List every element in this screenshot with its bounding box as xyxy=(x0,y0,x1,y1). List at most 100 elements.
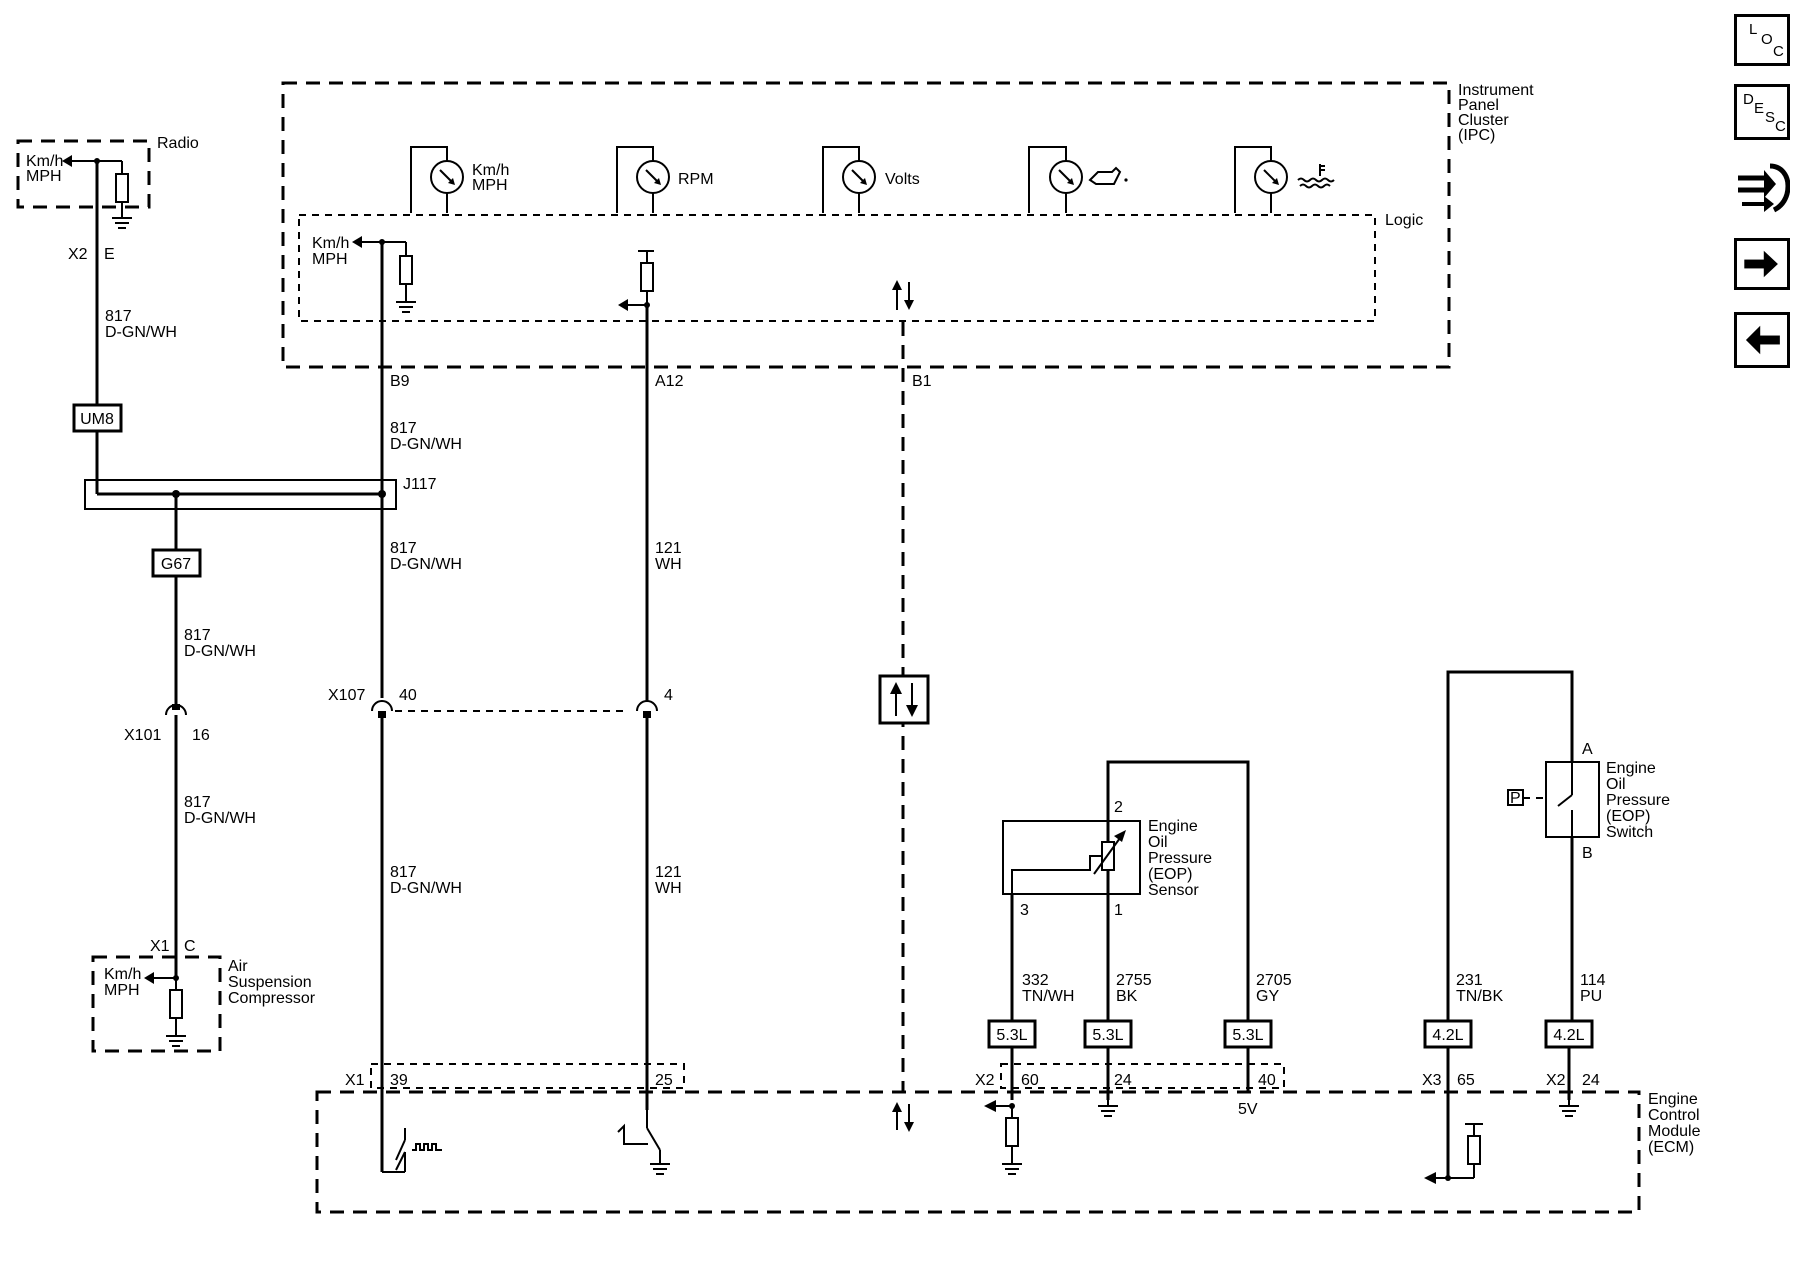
svg-text:817: 817 xyxy=(390,540,417,557)
svg-text:5.3L: 5.3L xyxy=(1232,1027,1263,1044)
eop-switch-pin-a: A xyxy=(1582,741,1593,758)
next-page-button[interactable] xyxy=(1734,238,1790,290)
svg-text:817: 817 xyxy=(390,420,417,437)
ecm-outline xyxy=(315,1090,1641,1214)
wire-label-817-x101: 817 D-GN/WH xyxy=(184,794,256,827)
svg-text:P: P xyxy=(1510,790,1521,807)
svg-text:Air: Air xyxy=(228,958,248,975)
compressor-connector-x1: X1 xyxy=(150,938,170,955)
previous-page-button[interactable] xyxy=(1734,312,1790,368)
svg-text:(EOP): (EOP) xyxy=(1148,866,1192,883)
svg-text:114: 114 xyxy=(1580,972,1606,989)
svg-text:Compressor: Compressor xyxy=(228,990,316,1007)
ecm-pin-24: 24 xyxy=(1114,1072,1132,1089)
svg-text:Km/h: Km/h xyxy=(104,966,141,983)
inline-connector-x107-pin40: 40 xyxy=(399,687,417,704)
logic-outline xyxy=(298,214,1376,322)
ecm-pin-39: 39 xyxy=(390,1072,408,1089)
svg-text:Km/h: Km/h xyxy=(26,153,63,170)
ecm-label: Engine Control Module (ECM) xyxy=(1648,1091,1701,1156)
svg-text:TN/BK: TN/BK xyxy=(1456,988,1503,1005)
arrow-right-icon xyxy=(1744,250,1778,278)
svg-text:Km/h: Km/h xyxy=(472,162,509,179)
radio-outline xyxy=(16,139,151,209)
svg-text:121: 121 xyxy=(655,864,682,881)
engine-option-5-3l-c xyxy=(1223,1019,1273,1049)
svg-text:2705: 2705 xyxy=(1256,972,1292,989)
inline-connector-x107-pin4: 4 xyxy=(664,687,673,704)
wire-label-121-low: 121 WH xyxy=(655,864,682,897)
svg-text:Pressure: Pressure xyxy=(1606,792,1670,809)
variable-resistor-icon xyxy=(1011,830,1126,894)
ecm-pin-65: 65 xyxy=(1457,1072,1475,1089)
coolant-temperature-gauge-icon xyxy=(1234,146,1335,213)
ecm-eop-switch-input xyxy=(1424,1123,1483,1184)
svg-text:MPH: MPH xyxy=(104,982,140,999)
svg-text:Engine: Engine xyxy=(1648,1091,1698,1108)
svg-text:5.3L: 5.3L xyxy=(1092,1027,1123,1044)
svg-text:Oil: Oil xyxy=(1148,834,1168,851)
location-letter-l: L xyxy=(1749,21,1758,38)
ipc-serial-data-arrows xyxy=(892,280,914,310)
ecm-pin24-ground xyxy=(1097,1099,1119,1117)
svg-text:817: 817 xyxy=(390,864,417,881)
wire-label-121-mid: 121 WH xyxy=(655,540,682,573)
radio-speed-input: Km/h MPH xyxy=(26,153,133,229)
compressor-speed-input: Km/h MPH xyxy=(104,966,187,1047)
location-letter-c: C xyxy=(1773,43,1784,60)
ipc-outline xyxy=(281,81,1451,369)
svg-text:(EOP): (EOP) xyxy=(1606,808,1650,825)
svg-text:817: 817 xyxy=(105,308,132,325)
wire-label-332: 332 TN/WH xyxy=(1022,972,1074,1005)
eop-sensor-pin2: 2 xyxy=(1114,799,1123,816)
svg-text:Volts: Volts xyxy=(885,171,920,188)
svg-text:332: 332 xyxy=(1022,972,1049,989)
location-view-button[interactable]: L O C xyxy=(1734,14,1790,66)
ecm-5v-reference: 5V xyxy=(1238,1101,1258,1118)
ecm-pin-40: 40 xyxy=(1258,1072,1276,1089)
inline-connector-x101-label: X101 xyxy=(124,727,161,744)
description-letter-c: C xyxy=(1775,118,1786,135)
splice-pack-j117-label: J117 xyxy=(403,476,437,493)
air-suspension-label: Air Suspension Compressor xyxy=(228,958,316,1007)
radio-pin-e: E xyxy=(104,246,115,263)
svg-text:PU: PU xyxy=(1580,988,1602,1005)
radio-label: Radio xyxy=(157,135,199,152)
wire-231-loop xyxy=(1446,670,1574,1021)
wire-label-817-radio: 817 D-GN/WH xyxy=(105,308,177,341)
description-view-button[interactable]: D E S C xyxy=(1734,84,1790,140)
svg-text:D-GN/WH: D-GN/WH xyxy=(184,643,256,660)
svg-text:2755: 2755 xyxy=(1116,972,1152,989)
pin-a12: A12 xyxy=(655,373,684,390)
description-letter-e: E xyxy=(1754,100,1765,117)
ecm-connector-x2b: X2 xyxy=(1546,1072,1566,1089)
eop-sensor-pin1: 1 xyxy=(1114,902,1123,919)
eop-sensor-label: Engine Oil Pressure (EOP) Sensor xyxy=(1148,818,1212,899)
svg-text:Instrument: Instrument xyxy=(1458,82,1534,99)
ecm-connector-x2: X2 xyxy=(975,1072,995,1089)
compressor-pin-c: C xyxy=(184,938,196,955)
svg-text:817: 817 xyxy=(184,794,211,811)
svg-text:Suspension: Suspension xyxy=(228,974,312,991)
svg-text:Engine: Engine xyxy=(1148,818,1198,835)
svg-text:121: 121 xyxy=(655,540,682,557)
ecm-speed-output-switch xyxy=(382,1128,442,1173)
ecm-x2-connector-outline xyxy=(1000,1063,1285,1089)
svg-text:MPH: MPH xyxy=(472,177,508,194)
ipc-speed-input: Km/h MPH xyxy=(312,235,417,313)
ecm-low-side-switch xyxy=(617,1110,671,1175)
ecm-connector-x3: X3 xyxy=(1422,1072,1442,1089)
tachometer-gauge-icon: RPM xyxy=(616,146,714,213)
svg-text:Sensor: Sensor xyxy=(1148,882,1199,899)
diagnostic-tool-button[interactable] xyxy=(1734,158,1790,220)
wire-label-2755: 2755 BK xyxy=(1116,972,1152,1005)
location-letter-o: O xyxy=(1761,31,1773,48)
ecm-x1-connector-outline xyxy=(370,1063,685,1089)
wire-label-817-ipc: 817 D-GN/WH xyxy=(390,420,462,453)
ipc-label: Instrument Panel Cluster (IPC) xyxy=(1458,82,1534,144)
svg-text:D-GN/WH: D-GN/WH xyxy=(105,324,177,341)
wire-label-817-low: 817 D-GN/WH xyxy=(390,864,462,897)
eop-sensor-outline xyxy=(1002,820,1141,895)
ecm-serial-data-arrows xyxy=(892,1102,914,1132)
